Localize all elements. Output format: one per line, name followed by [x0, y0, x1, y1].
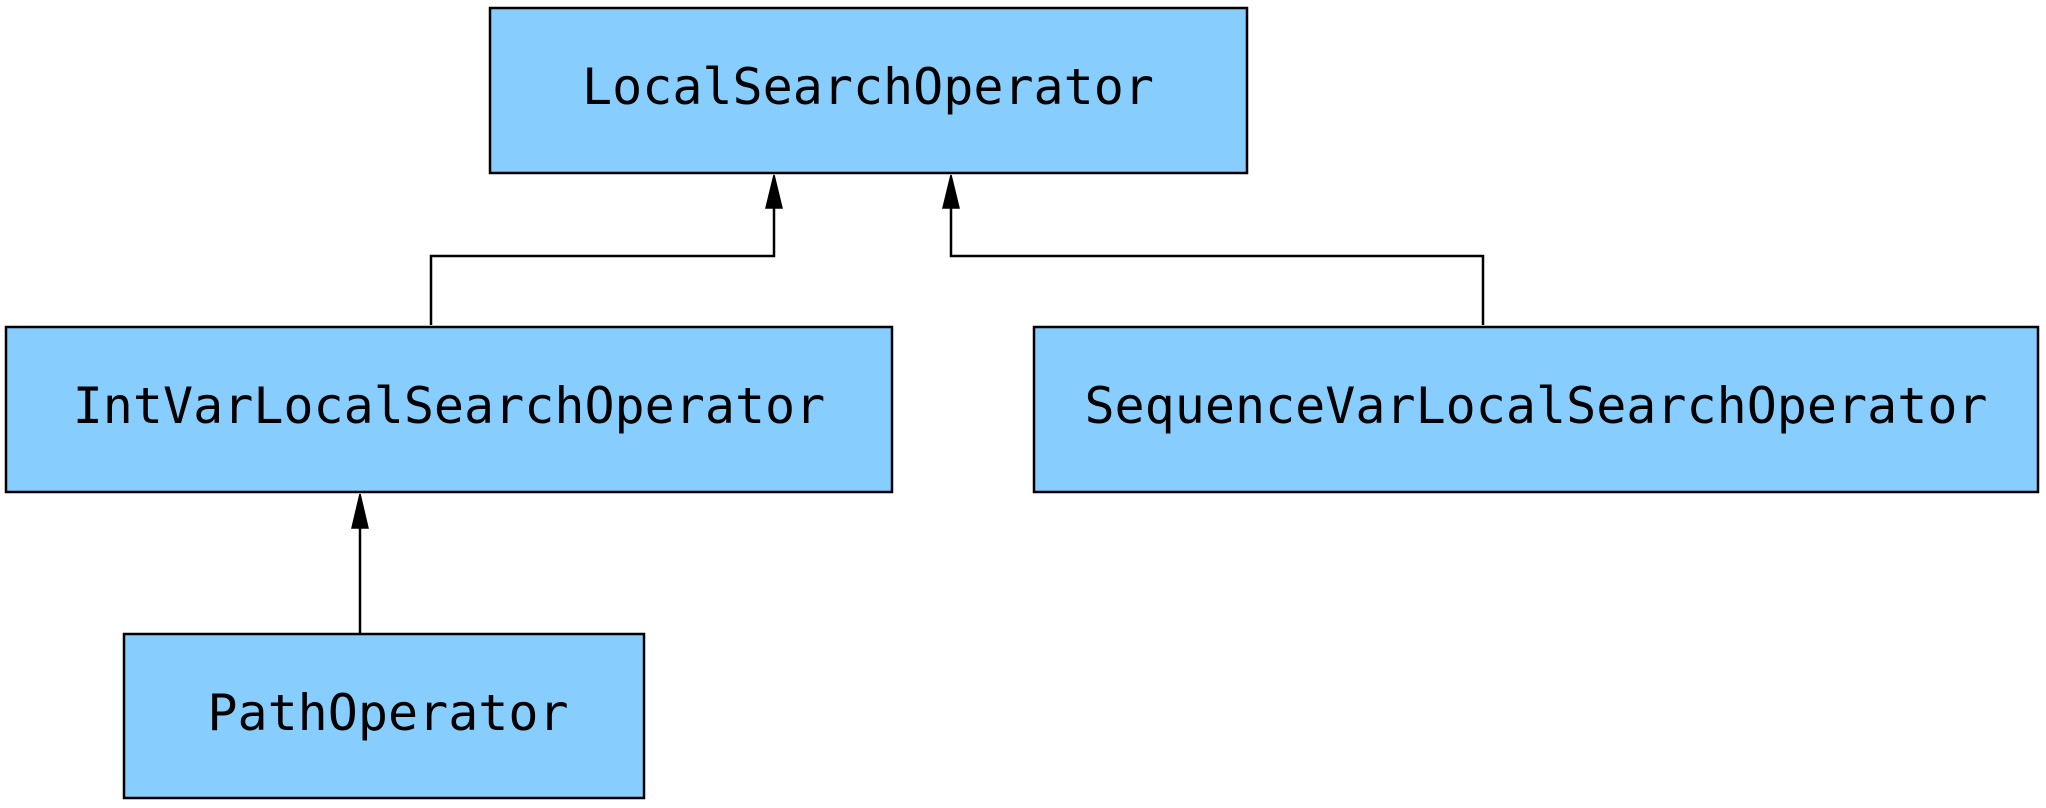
edge-sequencevar-to-localsearch [942, 174, 1485, 325]
edge-intvar-to-localsearch [429, 174, 783, 325]
edge-intvar-to-localsearch-arrowhead [765, 174, 783, 209]
node-path-operator-label: PathOperator [207, 684, 568, 742]
node-local-search-operator-label: LocalSearchOperator [582, 58, 1154, 116]
node-local-search-operator: LocalSearchOperator [488, 6, 1249, 175]
node-sequence-var-local-search-operator-box [1032, 325, 2040, 494]
node-int-var-local-search-operator: IntVarLocalSearchOperator [4, 325, 894, 494]
edge-sequencevar-to-localsearch-arrowhead [942, 174, 960, 209]
node-int-var-local-search-operator-box [4, 325, 894, 494]
node-int-var-local-search-operator-label: IntVarLocalSearchOperator [73, 377, 826, 435]
node-local-search-operator-box [488, 6, 1249, 175]
node-sequence-var-local-search-operator: SequenceVarLocalSearchOperator [1032, 325, 2040, 494]
edge-path-to-intvar [351, 493, 369, 634]
edge-intvar-to-localsearch-line [429, 205, 776, 325]
node-path-operator-box [122, 632, 646, 800]
node-path-operator: PathOperator [122, 632, 646, 800]
node-sequence-var-local-search-operator-label: SequenceVarLocalSearchOperator [1084, 377, 1987, 435]
edge-sequencevar-to-localsearch-line [949, 205, 1485, 325]
edge-path-to-intvar-arrowhead [351, 493, 369, 529]
